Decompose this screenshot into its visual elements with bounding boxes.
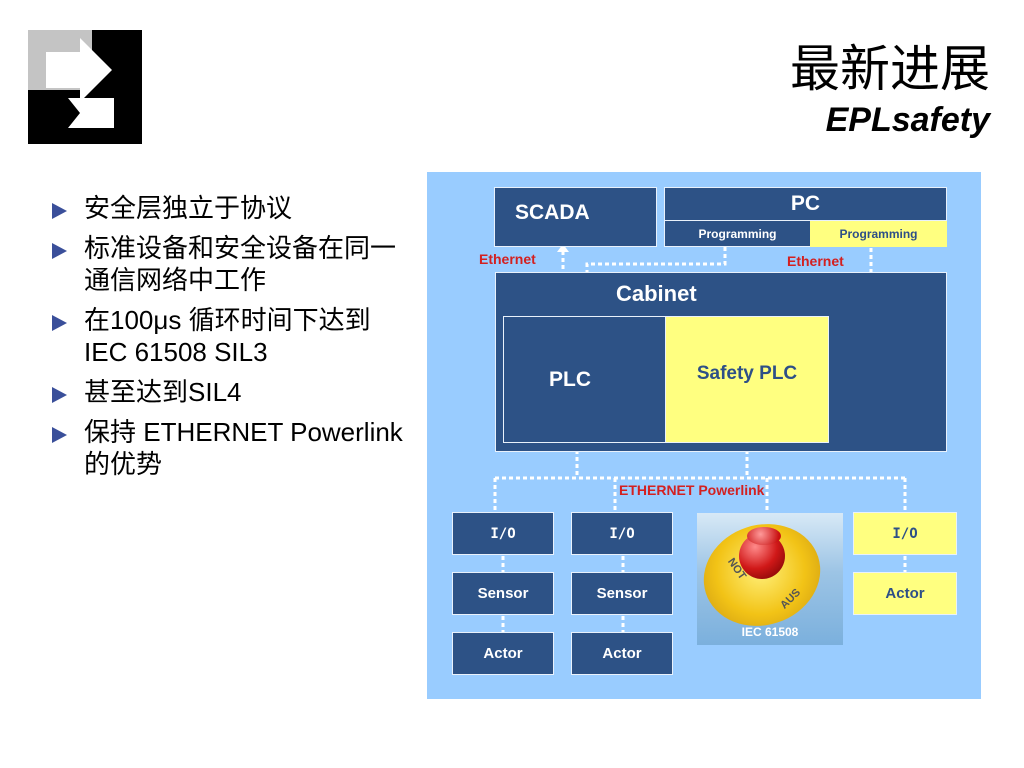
- powerlink-label: ETHERNET Powerlink: [619, 482, 765, 498]
- scada-box: SCADA: [494, 187, 657, 247]
- programming-right: Programming: [810, 220, 947, 247]
- bullet-list: 安全层独立于协议 标准设备和安全设备在同一通信网络中工作 在100μs 循环时间…: [52, 192, 412, 488]
- io-box-1: I/O: [452, 512, 554, 555]
- emergency-stop-button: NOT AUS IEC 61508: [697, 513, 843, 645]
- stop-cap: [747, 527, 781, 545]
- bullet-arrow-icon: [52, 203, 67, 219]
- bullet-arrow-icon: [52, 315, 67, 331]
- iec-caption: IEC 61508: [741, 625, 799, 639]
- ethernet-label-left: Ethernet: [479, 251, 536, 267]
- io-box-4: I/O: [853, 512, 957, 555]
- sensor-box-2: Sensor: [571, 572, 673, 615]
- bullet-item: 在100μs 循环时间下达到 IEC 61508 SIL3: [52, 304, 412, 368]
- safety-plc-box: Safety PLC: [665, 316, 829, 443]
- bullet-item: 保持 ETHERNET Powerlink 的优势: [52, 416, 412, 480]
- ethernet-label-right: Ethernet: [787, 253, 844, 269]
- actor-box-4: Actor: [853, 572, 957, 615]
- network-diagram: SCADA PC Programming Programming Etherne…: [427, 172, 981, 699]
- company-logo: [28, 30, 142, 144]
- bullet-arrow-icon: [52, 427, 67, 443]
- bullet-arrow-icon: [52, 387, 67, 403]
- bullet-arrow-icon: [52, 243, 67, 259]
- plc-box: PLC: [503, 316, 667, 443]
- bullet-item: 安全层独立于协议: [52, 192, 412, 224]
- actor-box-2: Actor: [571, 632, 673, 675]
- programming-left: Programming: [665, 220, 810, 247]
- slide-title: 最新进展 EPLsafety: [790, 38, 990, 140]
- pc-box: PC Programming Programming: [664, 187, 947, 247]
- title-main: 最新进展: [790, 40, 990, 98]
- title-sub: EPLsafety: [825, 101, 990, 139]
- sensor-box-1: Sensor: [452, 572, 554, 615]
- bullet-item: 标准设备和安全设备在同一通信网络中工作: [52, 232, 412, 296]
- io-box-2: I/O: [571, 512, 673, 555]
- actor-box-1: Actor: [452, 632, 554, 675]
- bullet-item: 甚至达到SIL4: [52, 376, 412, 408]
